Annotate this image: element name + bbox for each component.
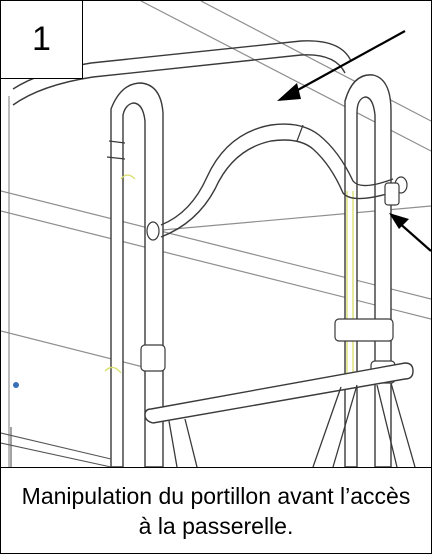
step-number: 1	[1, 1, 83, 79]
technical-drawing: 1	[1, 1, 431, 467]
figure-caption: Manipulation du portillon avant l’accès …	[1, 467, 431, 553]
gate-railing-drawing-icon	[1, 1, 431, 467]
pointer-arrow-icon	[277, 83, 409, 229]
